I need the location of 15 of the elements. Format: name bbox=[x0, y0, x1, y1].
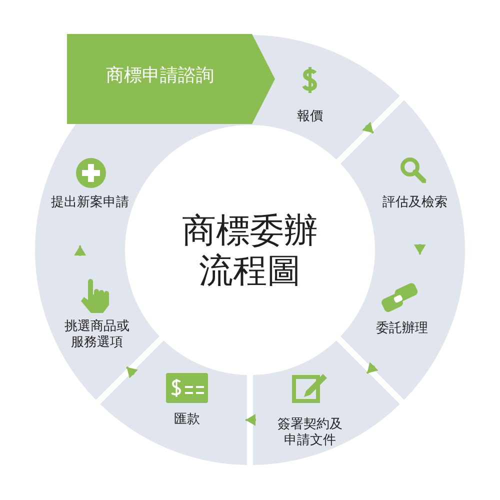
flow-arrow bbox=[246, 414, 256, 426]
flow-arrow bbox=[366, 362, 378, 374]
flow-arrow bbox=[362, 122, 374, 134]
flow-arrow bbox=[74, 246, 86, 256]
step-label: 挑選商品或服務選項 bbox=[64, 319, 130, 351]
step-label: 匯款 bbox=[174, 412, 200, 428]
step-label: 委託辦理 bbox=[376, 321, 428, 337]
center-title: 商標委辦流程圖 bbox=[181, 211, 319, 291]
step-label: 評估及檢索 bbox=[382, 195, 448, 211]
step-label: 報價 bbox=[297, 109, 323, 125]
flow-arrow bbox=[126, 366, 138, 378]
step-label: 簽署契約及申請文件 bbox=[276, 417, 344, 449]
step-label: 提出新案申請 bbox=[51, 195, 129, 211]
banner-title: 商標申請諮詢 bbox=[106, 65, 214, 87]
flow-arrow bbox=[414, 244, 426, 254]
